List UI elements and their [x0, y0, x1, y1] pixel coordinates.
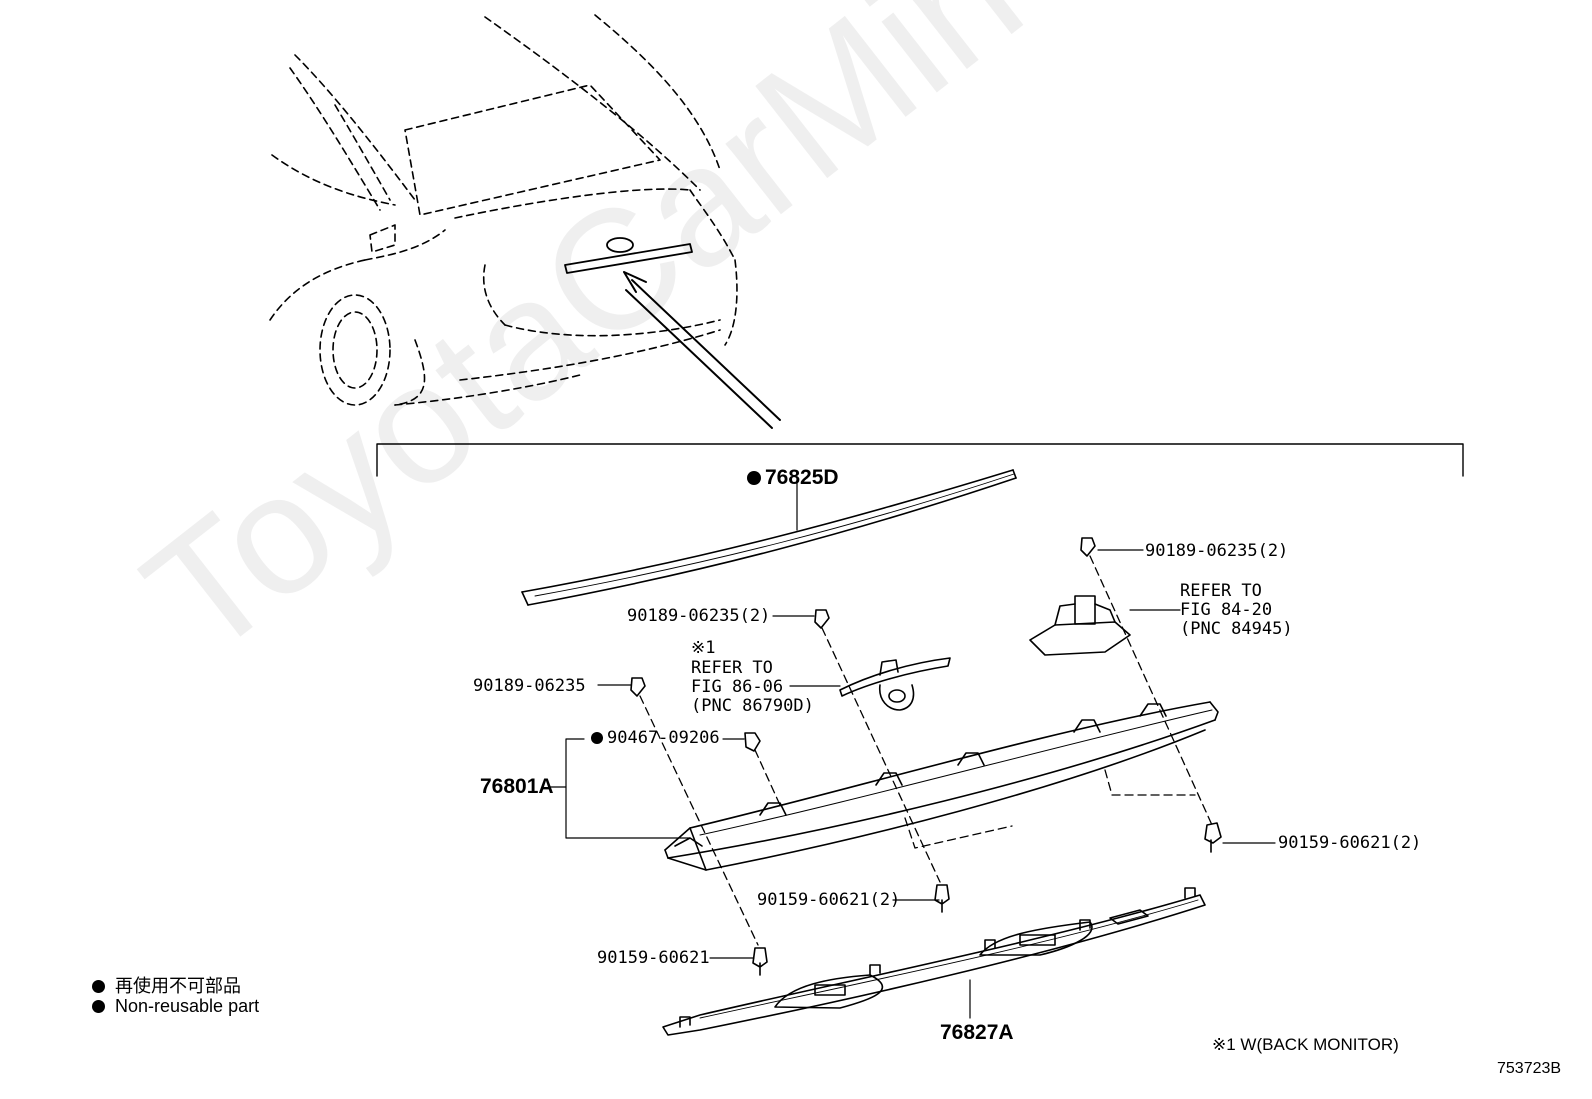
reference-1-line-1: REFER TO: [691, 658, 773, 678]
non-reusable-dot-icon: [591, 732, 603, 744]
fasteners: [630, 537, 1222, 976]
assembly-lines: [639, 555, 1213, 946]
legend-text: 再使用不可部品: [115, 976, 241, 996]
garnish-plate-76827A: [662, 887, 1206, 1036]
part-label-76825D: 76825D: [747, 467, 839, 488]
pointer-arrow: [623, 271, 781, 429]
part-label-90189-06235-upper: 90189-06235(2): [1145, 541, 1289, 561]
reference-1-mark: ※1: [691, 638, 716, 658]
part-label-76801A: 76801A: [480, 775, 554, 798]
garnish-76801A: [664, 701, 1219, 871]
part-label-90189-06235-middle: 90189-06235(2): [627, 606, 771, 626]
footnote: ※1 W(BACK MONITOR): [1212, 1035, 1399, 1054]
legend-dot-icon: [92, 1000, 105, 1013]
legend-japanese: 再使用不可部品: [92, 972, 241, 998]
reference-1-line-3: (PNC 86790D): [691, 696, 814, 716]
part-label-90159-60621-right: 90159-60621(2): [1278, 833, 1422, 853]
part-number-text: 76825D: [765, 466, 839, 489]
seal-strip-76825D: [521, 469, 1017, 606]
reference-2-line-2: FIG 84-20: [1180, 600, 1273, 620]
vehicle-illustration: [269, 14, 738, 406]
legend-text: Non-reusable part: [115, 996, 260, 1016]
part-label-90159-60621-middle: 90159-60621(2): [757, 890, 901, 910]
part-label-76827A: 76827A: [940, 1021, 1014, 1044]
leader-lines: [549, 549, 1276, 1019]
part-label-90467-09206: 90467-09206: [591, 730, 720, 747]
reference-2-line-1: REFER TO: [1180, 581, 1262, 601]
reference-1-line-2: FIG 86-06: [691, 677, 784, 697]
sensor-module: [1029, 595, 1131, 656]
non-reusable-dot-icon: [747, 471, 761, 485]
vehicle-garnish-highlight: [564, 237, 693, 274]
figure-number: 753723B: [1497, 1060, 1562, 1077]
reference-2-line-3: (PNC 84945): [1180, 619, 1293, 639]
legend-english: Non-reusable part: [92, 996, 259, 1017]
part-label-90189-06235-lower: 90189-06235: [473, 676, 586, 696]
group-bracket: [376, 443, 1464, 477]
legend-dot-icon: [92, 980, 105, 993]
part-label-90159-60621-left: 90159-60621: [597, 948, 710, 968]
part-number-text: 90467-09206: [607, 728, 720, 748]
back-monitor-camera: [839, 657, 951, 711]
